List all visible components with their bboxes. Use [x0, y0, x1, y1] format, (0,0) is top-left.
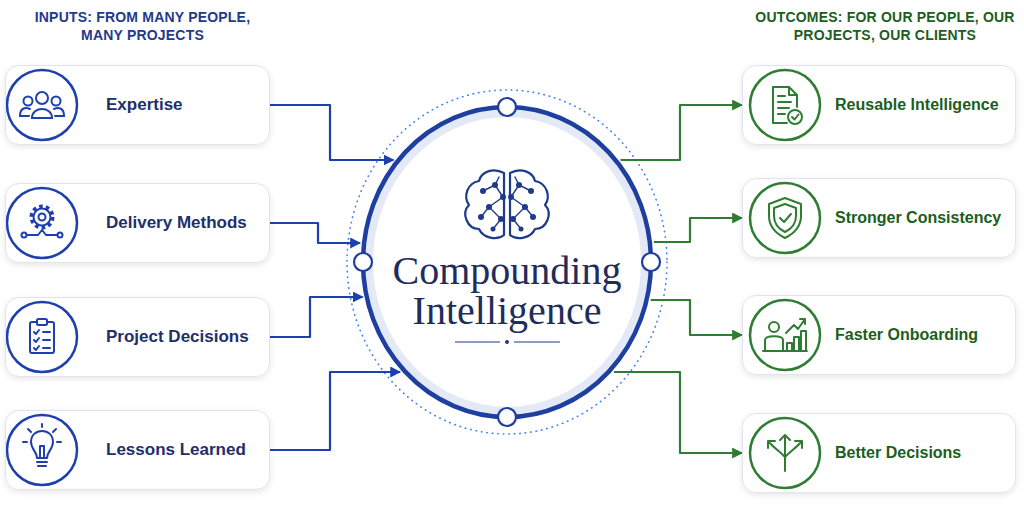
box-label: Stronger Consistency: [835, 209, 1001, 227]
dotted-ring: [347, 90, 667, 434]
icon-circle: [7, 415, 77, 485]
input-box: Delivery Methods: [5, 183, 270, 263]
growth-icon: [763, 319, 807, 351]
box-label: Expertise: [106, 95, 183, 115]
input-box: Lessons Learned: [5, 410, 270, 490]
brain-icon: [465, 170, 548, 238]
flow-arrow: [614, 372, 742, 453]
clipboard-icon: [30, 319, 54, 353]
input-box: Project Decisions: [5, 297, 270, 377]
gear-icon: [22, 207, 63, 238]
flow-arrow: [654, 218, 742, 242]
shield-icon: [769, 198, 801, 238]
people-icon: [20, 92, 64, 118]
icon-circle: [750, 300, 820, 370]
hub-title: Compounding Intelligence: [359, 251, 655, 331]
outcome-box: Better Decisions: [742, 413, 1016, 493]
flow-arrow: [651, 300, 742, 335]
box-label: Project Decisions: [106, 327, 249, 347]
outcome-box: Stronger Consistency: [742, 178, 1016, 258]
flow-arrow: [270, 223, 360, 243]
document-check-icon: [773, 87, 802, 124]
box-label: Better Decisions: [835, 444, 961, 462]
section-heading: OUTCOMES: FOR OUR PEOPLE, OUR PROJECTS, …: [752, 8, 1018, 44]
icon-circle: [750, 70, 820, 140]
box-label: Reusable Intelligence: [835, 96, 999, 114]
icon-circle: [7, 302, 77, 372]
flow-arrow: [270, 105, 393, 160]
box-label: Lessons Learned: [106, 440, 246, 460]
flow-arrow: [621, 105, 742, 160]
section-heading: INPUTS: FROM MANY PEOPLE, MANY PROJECTS: [15, 8, 270, 44]
flow-arrow: [270, 297, 363, 337]
icon-circle: [750, 418, 820, 488]
icon-circle: [750, 183, 820, 253]
box-label: Delivery Methods: [106, 213, 247, 233]
outcome-box: Reusable Intelligence: [742, 65, 1016, 145]
bulb-icon: [23, 424, 61, 466]
icon-circle: [7, 188, 77, 258]
input-box: Expertise: [5, 65, 270, 145]
hub-circle: Compounding Intelligence: [359, 103, 655, 421]
flow-arrow: [270, 372, 400, 450]
icon-circle: [7, 70, 77, 140]
box-label: Faster Onboarding: [835, 326, 978, 344]
split-arrows-icon: [768, 435, 802, 471]
outcome-box: Faster Onboarding: [742, 295, 1016, 375]
ornament-line: [455, 340, 560, 344]
